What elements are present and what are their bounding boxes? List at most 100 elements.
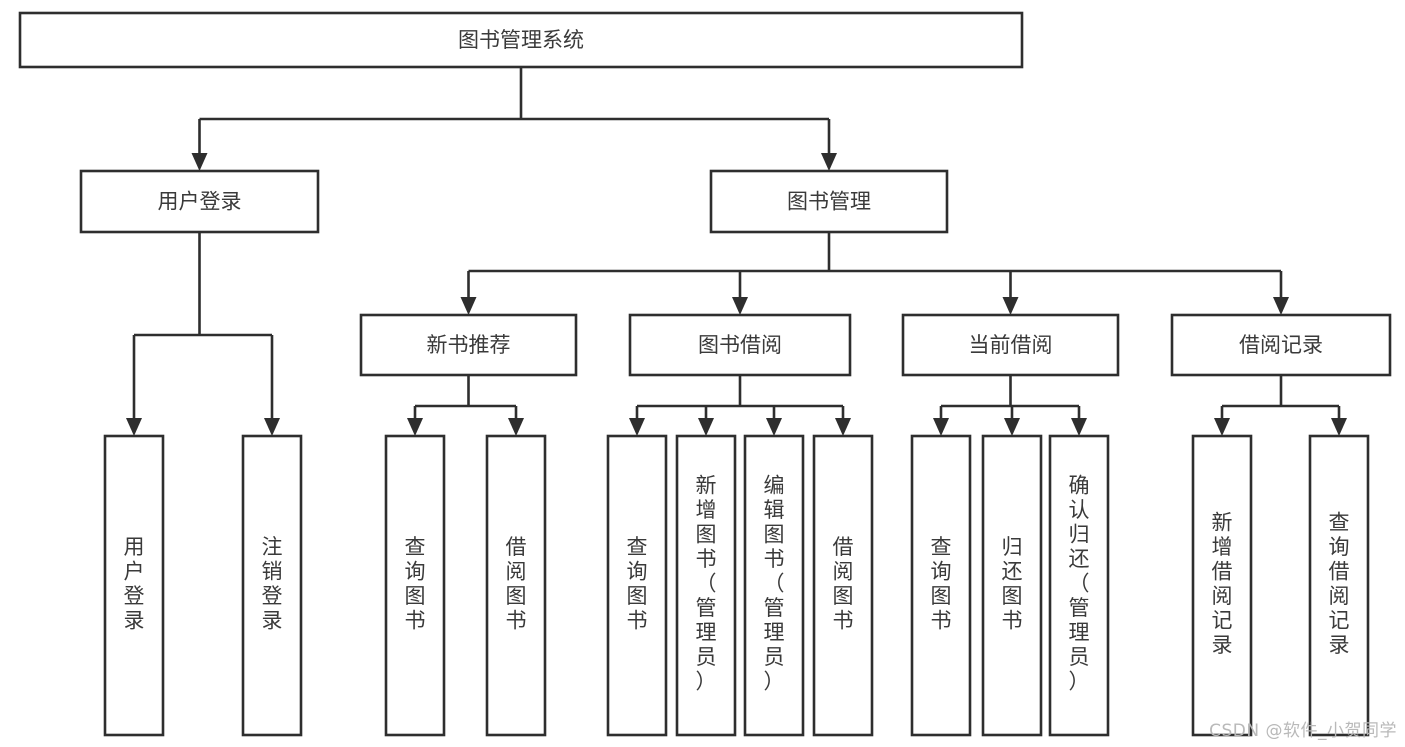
node-label-char: 编 (764, 474, 785, 498)
node-box[interactable] (359, 313, 578, 377)
node-label-char: 员 (764, 645, 785, 669)
node-label-char: 增 (1212, 535, 1233, 559)
node-label-char: 图 (627, 584, 648, 608)
node-box[interactable] (628, 313, 852, 377)
node-label-char: 查 (1329, 510, 1350, 534)
node-label-char: 借 (1212, 559, 1233, 583)
node-box[interactable] (485, 434, 547, 737)
node-label-char: 理 (764, 621, 785, 645)
node-label-char: 销 (262, 559, 283, 583)
node-label-char: 录 (1212, 633, 1233, 657)
node-label-char: 借 (833, 535, 854, 559)
node-label: 图书管理系统 (458, 28, 584, 52)
node-label-char: 书 (627, 608, 648, 632)
node-label-char: 录 (262, 608, 283, 632)
node-label-char: 借 (506, 535, 527, 559)
node-label-char: 理 (1069, 621, 1090, 645)
node-box[interactable] (1170, 313, 1392, 377)
node-box[interactable] (743, 434, 805, 737)
node-label-char: 录 (124, 608, 145, 632)
arrow-head-icon (1331, 418, 1347, 436)
node-label: 新书推荐 (427, 333, 511, 357)
node-level2-current-borrow[interactable]: 当前借阅 (901, 313, 1120, 377)
node-label-char: 书 (764, 547, 785, 571)
node-label-char: 登 (262, 584, 283, 608)
node-label-char: 图 (506, 584, 527, 608)
node-box[interactable] (1191, 434, 1253, 737)
node-label: 借阅记录 (1239, 333, 1323, 357)
node-box[interactable] (384, 434, 446, 737)
node-label-char: 管 (696, 596, 717, 620)
node-box[interactable] (103, 434, 165, 737)
node-label-char: （ (764, 572, 785, 596)
node-label-char: 辑 (764, 498, 785, 522)
node-level2-new-book-recommend[interactable]: 新书推荐 (359, 313, 578, 377)
node-box[interactable] (241, 434, 303, 737)
node-label-char: 查 (405, 535, 426, 559)
diagram-nodes: 图书管理系统用户登录图书管理新书推荐图书借阅当前借阅借阅记录用户登录注销登录查询… (18, 11, 1392, 737)
node-label-char: 书 (405, 608, 426, 632)
node-box[interactable] (901, 313, 1120, 377)
node-label-char: 阅 (1212, 584, 1233, 608)
arrow-head-icon (191, 153, 208, 171)
node-label: 图书管理 (787, 190, 871, 214)
node-label-char: （ (696, 572, 717, 596)
node-label-char: 图 (833, 584, 854, 608)
node-label-char: 归 (1069, 523, 1090, 547)
node-box[interactable] (18, 11, 1024, 69)
node-label: 当前借阅 (969, 333, 1053, 357)
node-box[interactable] (606, 434, 668, 737)
node-box[interactable] (709, 169, 949, 234)
node-label-char: 户 (124, 559, 145, 583)
arrow-head-icon (407, 418, 423, 436)
node-label-char: 询 (627, 559, 648, 583)
arrow-head-icon (264, 418, 280, 436)
node-label-char: 新 (1212, 510, 1233, 534)
arrow-head-icon (1214, 418, 1230, 436)
node-label-char: 书 (506, 608, 527, 632)
node-level1-book-manage[interactable]: 图书管理 (709, 169, 949, 234)
node-label-char: 还 (1069, 547, 1090, 571)
node-label-char: 书 (1002, 608, 1023, 632)
watermark-label: CSDN @软件_小贺同学 (1209, 721, 1397, 741)
node-box[interactable] (675, 434, 737, 737)
node-label-char: 录 (1329, 633, 1350, 657)
node-label-char: 借 (1329, 559, 1350, 583)
node-level2-book-borrow[interactable]: 图书借阅 (628, 313, 852, 377)
node-label-char: （ (1069, 572, 1090, 596)
node-label-char: 登 (124, 584, 145, 608)
node-box[interactable] (79, 169, 320, 234)
node-level1-user-login[interactable]: 用户登录 (79, 169, 320, 234)
node-label: 用户登录 (158, 190, 242, 214)
node-label-char: 管 (764, 596, 785, 620)
node-leaf-leaf-user-login[interactable]: 用户登录 (103, 434, 165, 737)
arrow-head-icon (1004, 418, 1020, 436)
node-label-char: 阅 (833, 559, 854, 583)
node-box[interactable] (1308, 434, 1370, 737)
node-level2-borrow-record[interactable]: 借阅记录 (1170, 313, 1392, 377)
arrow-head-icon (460, 297, 477, 315)
node-root[interactable]: 图书管理系统 (18, 11, 1024, 69)
node-label-char: 图 (696, 523, 717, 547)
node-box[interactable] (1048, 434, 1110, 737)
node-label-char: 用 (124, 535, 145, 559)
node-box[interactable] (981, 434, 1043, 737)
node-box[interactable] (812, 434, 874, 737)
arrow-head-icon (732, 297, 748, 315)
node-box[interactable] (910, 434, 972, 737)
node-label-char: 员 (1069, 645, 1090, 669)
arrow-head-icon (508, 418, 524, 436)
node-label-char: 书 (931, 608, 952, 632)
